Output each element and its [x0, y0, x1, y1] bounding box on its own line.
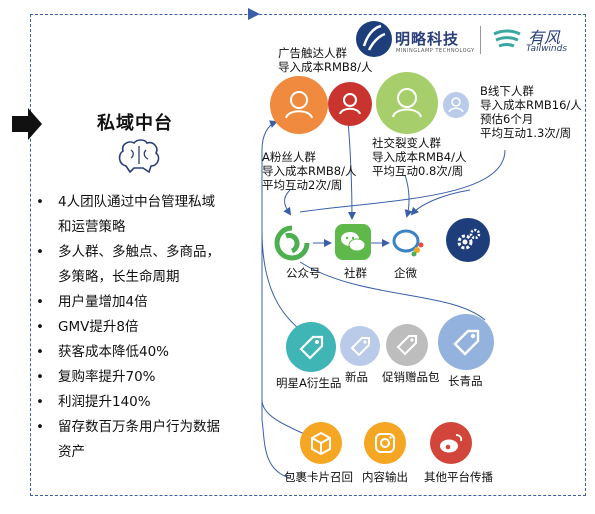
parcel-card-circle: [300, 422, 342, 464]
person-icon: [339, 93, 361, 115]
wecom-icon: [392, 229, 424, 257]
tag-icon: [299, 335, 324, 360]
person-icon: [285, 91, 313, 119]
promo-product-label: 促销赠品包: [382, 370, 440, 384]
minglue-logo-subtitle: MININGLAMP TECHNOLOGY: [396, 48, 475, 54]
promo-product-circle: [386, 324, 428, 366]
benefit-item: 资产: [58, 444, 85, 460]
weibo-icon: [440, 434, 463, 453]
frame-arrow-icon: [248, 8, 260, 20]
person-icon: [448, 97, 464, 113]
gears-icon: [457, 228, 481, 250]
benefit-item: GMV提升8倍: [30, 315, 250, 340]
official-account-icon: [274, 225, 310, 261]
evergreen-product-label: 长青品: [448, 374, 483, 388]
evergreen-product-circle: [438, 314, 494, 370]
content-output-circle: [364, 422, 406, 464]
benefit-item: 和运营策略: [58, 219, 126, 235]
tailwinds-logo-text: 有风: [528, 28, 561, 47]
star-product-circle: [286, 322, 336, 372]
benefit-item: 4人团队通过中台管理私域: [30, 190, 250, 215]
benefit-item: 获客成本降低40%: [30, 340, 250, 365]
star-product-label: 明星A衍生品: [276, 376, 342, 390]
social-group-label: 社交裂变人群导入成本RMB4/人平均互动0.8次/周: [372, 136, 467, 178]
benefit-item: 多策略，长生命周期: [58, 269, 180, 285]
b-offline-group-label: B线下人群导入成本RMB16/人预估6个月平均互动1.3次/周: [480, 84, 582, 140]
parcel-card-label: 包裹卡片召回: [284, 470, 353, 484]
benefit-list: 4人团队通过中台管理私域 和运营策略 多人群、多触点、多商品， 多策略，长生命周…: [30, 190, 250, 465]
other-platform-circle: [430, 422, 472, 464]
camera-icon: [375, 433, 395, 453]
new-product-circle: [340, 326, 380, 366]
wechat-icon: [335, 224, 371, 260]
b-offline-group-circle: [443, 92, 469, 118]
benefit-item: 多人群、多触点、多商品，: [30, 240, 250, 265]
settings-circle: [446, 218, 490, 262]
brain-icon: [118, 139, 160, 174]
ad-group-circle: [270, 76, 328, 134]
benefit-item: 利润提升140%: [30, 390, 250, 415]
minglue-logo-icon: [356, 21, 392, 57]
tag-icon: [396, 335, 417, 356]
benefit-item: 用户量增加4倍: [30, 290, 250, 315]
wecom-label: 企微: [394, 266, 417, 280]
a-fans-group-label: A粉丝人群导入成本RMB8/人平均互动2次/周: [262, 150, 357, 192]
new-product-label: 新品: [345, 370, 368, 384]
social-group-circle: [376, 72, 438, 134]
private-domain-title: 私域中台: [97, 113, 173, 134]
input-arrow-icon: [12, 108, 42, 140]
benefit-item: 复购率提升70%: [30, 365, 250, 390]
logo-divider: [480, 26, 481, 54]
content-output-label: 内容输出: [362, 470, 408, 484]
a-fans-group-circle: [328, 82, 372, 126]
tailwinds-logo-subtitle: Tailwinds: [526, 44, 568, 54]
package-icon: [311, 431, 331, 456]
ad-group-label: 广告触达人群导入成本RMB8/人: [278, 46, 373, 74]
person-icon: [392, 88, 422, 118]
community-label: 社群: [344, 266, 367, 280]
tag-icon: [453, 329, 480, 356]
benefit-item: 留存数百万条用户行为数据: [30, 415, 250, 440]
official-account-label: 公众号: [286, 266, 321, 280]
tag-icon: [350, 337, 370, 357]
minglue-logo-text: 明略科技: [395, 30, 460, 48]
other-platform-label: 其他平台传播: [424, 470, 493, 484]
tailwinds-logo-icon: [493, 29, 521, 48]
